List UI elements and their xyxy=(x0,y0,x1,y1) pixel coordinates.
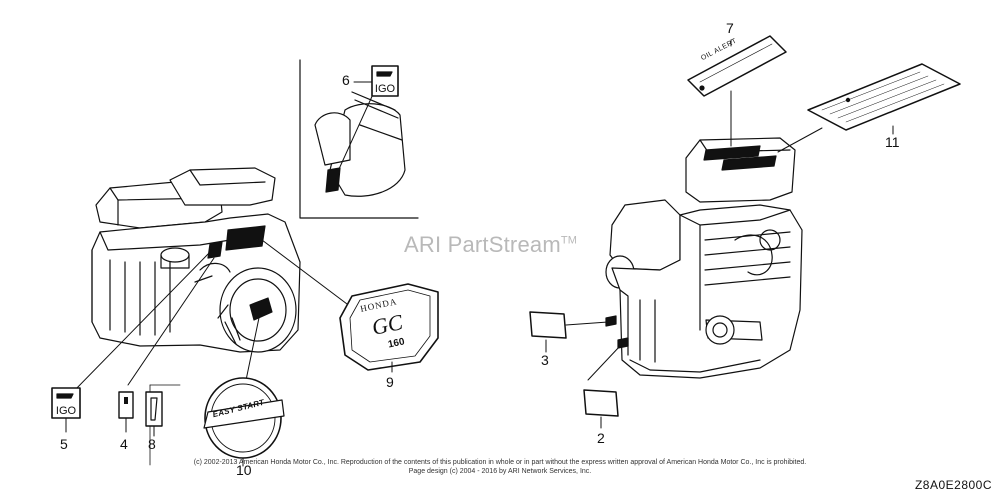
copyright-line-2: Page design (c) 2004 - 2016 by ARI Netwo… xyxy=(408,468,592,475)
callout-10[interactable]: 10 xyxy=(236,462,252,478)
watermark-trademark: TM xyxy=(560,234,578,247)
right-leader-lines xyxy=(545,39,894,429)
right-engine-illustration xyxy=(605,137,803,379)
decal-11-large-label xyxy=(807,63,961,131)
callout-4[interactable]: 4 xyxy=(120,436,128,452)
left-engine-illustration xyxy=(91,167,301,353)
decal-8-small-label xyxy=(145,391,163,437)
watermark: ARI PartStreamTM xyxy=(404,232,577,258)
diagram-code: Z8A0E2800C xyxy=(914,478,992,492)
callout-2[interactable]: 2 xyxy=(597,430,605,446)
inset-detail-6 xyxy=(299,59,419,219)
callout-7[interactable]: 7 xyxy=(726,20,734,36)
decal-5-oil-indicator: IGO xyxy=(51,387,81,433)
svg-text:IGO: IGO xyxy=(56,405,77,417)
decal-10-easy-start-emblem xyxy=(203,377,285,467)
callout-6[interactable]: 6 xyxy=(342,72,350,88)
decal-3-label xyxy=(529,311,567,339)
callout-9[interactable]: 9 xyxy=(386,374,394,390)
watermark-text: ARI PartStream xyxy=(404,232,561,257)
decal-7-oil-alert xyxy=(687,35,787,97)
callout-8[interactable]: 8 xyxy=(148,436,156,452)
callout-5[interactable]: 5 xyxy=(60,436,68,452)
decal-6-oil-indicator: IGO xyxy=(353,65,399,97)
decal-4-small-label xyxy=(118,391,134,433)
decal-9-model-badge xyxy=(339,283,439,373)
svg-text:IGO: IGO xyxy=(375,83,396,95)
copyright-line-1: (c) 2002-2013 American Honda Motor Co., … xyxy=(193,459,807,466)
decal-2-label xyxy=(583,389,619,417)
callout-3[interactable]: 3 xyxy=(541,352,549,368)
callout-11[interactable]: 11 xyxy=(885,134,900,150)
